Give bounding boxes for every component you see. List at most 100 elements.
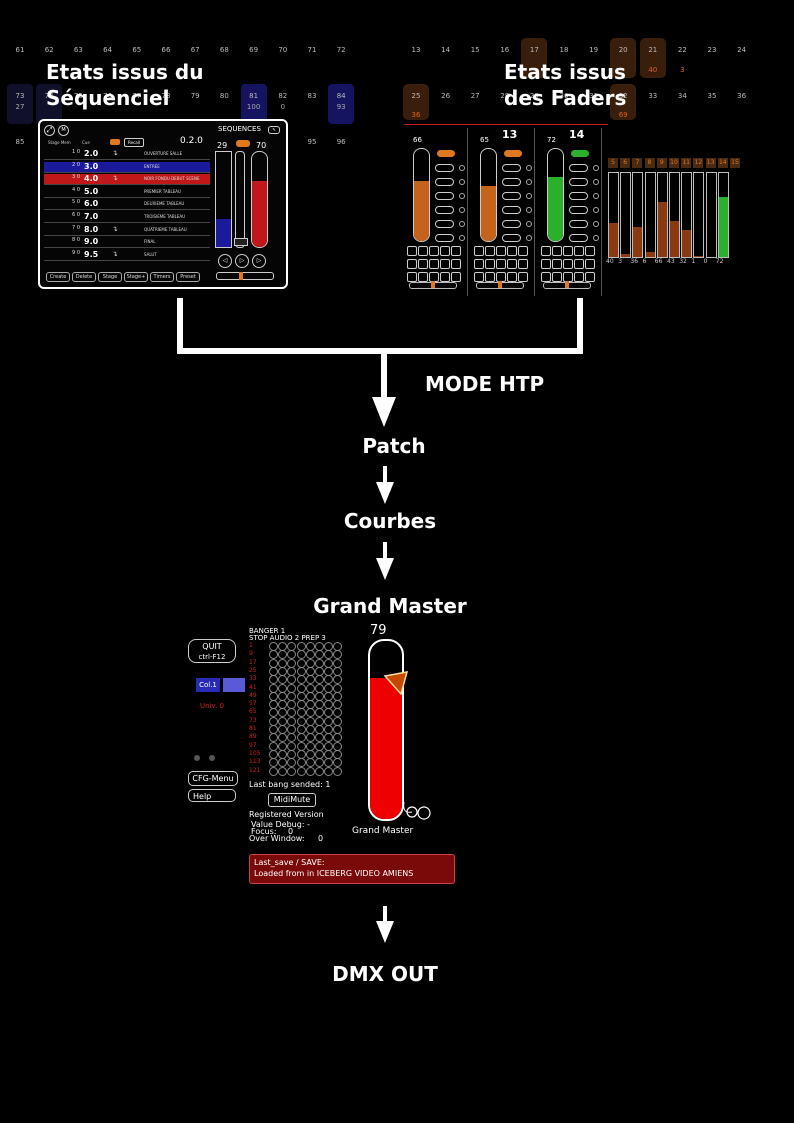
banger-cell[interactable] xyxy=(287,733,297,743)
fader-knob[interactable] xyxy=(504,150,522,157)
banger-cell[interactable] xyxy=(333,766,343,776)
banger-cell[interactable] xyxy=(315,766,324,776)
seq-button-timers[interactable]: Timers xyxy=(150,272,174,282)
banger-cell[interactable] xyxy=(287,650,297,660)
fader-mini-button[interactable] xyxy=(585,246,595,256)
fader-preset-dot[interactable] xyxy=(459,165,465,171)
fader-mini-button[interactable] xyxy=(563,259,573,269)
fader-preset-pill[interactable] xyxy=(569,220,588,228)
fader-mini-button[interactable] xyxy=(474,246,484,256)
fader-mini-button[interactable] xyxy=(451,259,461,269)
gm-handle-icon[interactable] xyxy=(383,670,411,696)
speed-handle[interactable] xyxy=(239,272,243,280)
banger-cell[interactable] xyxy=(333,650,343,660)
quit-button[interactable]: QUIT ctrl-F12 xyxy=(188,639,236,663)
fader-mini-button[interactable] xyxy=(574,246,584,256)
edit-icon[interactable]: ✎ xyxy=(268,126,280,134)
fader-mini-button[interactable] xyxy=(440,272,450,282)
forward-button[interactable]: ▷ xyxy=(252,254,266,268)
strip-fader[interactable] xyxy=(705,172,717,258)
fader-preset-dot[interactable] xyxy=(593,193,599,199)
help-button[interactable]: Help xyxy=(188,789,236,802)
fader-mini-button[interactable] xyxy=(585,259,595,269)
fader-mini-button[interactable] xyxy=(541,272,551,282)
fader-preset-dot[interactable] xyxy=(459,235,465,241)
fader-mini-button[interactable] xyxy=(429,259,439,269)
banger-cell[interactable] xyxy=(296,733,306,743)
fader-track[interactable] xyxy=(480,148,497,242)
fader-b[interactable] xyxy=(251,151,268,248)
fader-a[interactable] xyxy=(215,151,232,248)
seq-button-stage-plus[interactable]: Stage+ xyxy=(124,272,148,282)
fader-mini-button[interactable] xyxy=(552,272,562,282)
strip-fader[interactable] xyxy=(656,172,668,258)
fader-preset-pill[interactable] xyxy=(569,178,588,186)
recall-button[interactable]: Recall xyxy=(124,138,144,147)
fader-mini-button[interactable] xyxy=(552,259,562,269)
fader-preset-pill[interactable] xyxy=(569,234,588,242)
fader-mini-button[interactable] xyxy=(418,272,428,282)
color-swatch[interactable] xyxy=(223,678,245,692)
strip-fader[interactable] xyxy=(681,172,693,258)
fader-preset-dot[interactable] xyxy=(526,165,532,171)
fader-preset-pill[interactable] xyxy=(502,164,521,172)
fader-mini-button[interactable] xyxy=(585,272,595,282)
fader-mini-button[interactable] xyxy=(518,259,528,269)
fader-preset-dot[interactable] xyxy=(593,235,599,241)
banger-cell[interactable] xyxy=(315,675,324,685)
fader-mini-button[interactable] xyxy=(407,272,417,282)
fader-track[interactable] xyxy=(413,148,430,242)
fader-preset-pill[interactable] xyxy=(502,234,521,242)
banger-cell[interactable] xyxy=(324,733,334,743)
fader-track[interactable] xyxy=(547,148,564,242)
banger-cell[interactable] xyxy=(324,650,334,660)
banger-cell[interactable] xyxy=(278,733,288,743)
strip-fader[interactable] xyxy=(608,172,619,258)
speed-slider[interactable] xyxy=(216,272,274,280)
banger-cell[interactable] xyxy=(324,675,334,685)
banger-cell[interactable] xyxy=(269,766,278,776)
lock-icon[interactable]: M xyxy=(58,125,69,136)
gm-link-icon[interactable] xyxy=(398,798,434,824)
fader-speed-handle[interactable] xyxy=(498,281,502,288)
banger-cell[interactable] xyxy=(333,675,343,685)
fader-speed-handle[interactable] xyxy=(431,281,435,288)
fader-mini-button[interactable] xyxy=(507,272,517,282)
fader-mini-button[interactable] xyxy=(485,246,495,256)
fader-knob[interactable] xyxy=(571,150,589,157)
banger-cell[interactable] xyxy=(324,766,334,776)
fader-preset-pill[interactable] xyxy=(569,192,588,200)
banger-cell[interactable] xyxy=(296,766,306,776)
fader-preset-pill[interactable] xyxy=(502,206,521,214)
close-icon[interactable]: ⤢ xyxy=(44,125,55,136)
banger-cell[interactable] xyxy=(278,758,288,768)
strip-fader[interactable] xyxy=(693,172,705,258)
fader-mini-button[interactable] xyxy=(451,272,461,282)
fader-preset-pill[interactable] xyxy=(435,206,454,214)
banger-cell[interactable] xyxy=(305,733,315,743)
fader-preset-dot[interactable] xyxy=(459,193,465,199)
fader-mini-button[interactable] xyxy=(474,272,484,282)
fader-preset-dot[interactable] xyxy=(593,165,599,171)
banger-cell[interactable] xyxy=(305,650,315,660)
fader-preset-dot[interactable] xyxy=(593,207,599,213)
fader-preset-pill[interactable] xyxy=(569,164,588,172)
banger-cell[interactable] xyxy=(287,766,297,776)
banger-cell[interactable] xyxy=(305,758,315,768)
fader-mini-button[interactable] xyxy=(407,259,417,269)
banger-cell[interactable] xyxy=(324,758,334,768)
fader-mini-button[interactable] xyxy=(485,259,495,269)
fader-speed-handle[interactable] xyxy=(565,281,569,288)
fader-preset-dot[interactable] xyxy=(526,179,532,185)
fader-preset-dot[interactable] xyxy=(593,221,599,227)
fader-mini-button[interactable] xyxy=(429,246,439,256)
crossfade-handle[interactable] xyxy=(234,238,248,246)
fader-mini-button[interactable] xyxy=(418,246,428,256)
banger-cell[interactable] xyxy=(315,650,324,660)
midimute-button[interactable]: MidiMute xyxy=(268,793,316,807)
gm-fader[interactable] xyxy=(368,639,404,821)
